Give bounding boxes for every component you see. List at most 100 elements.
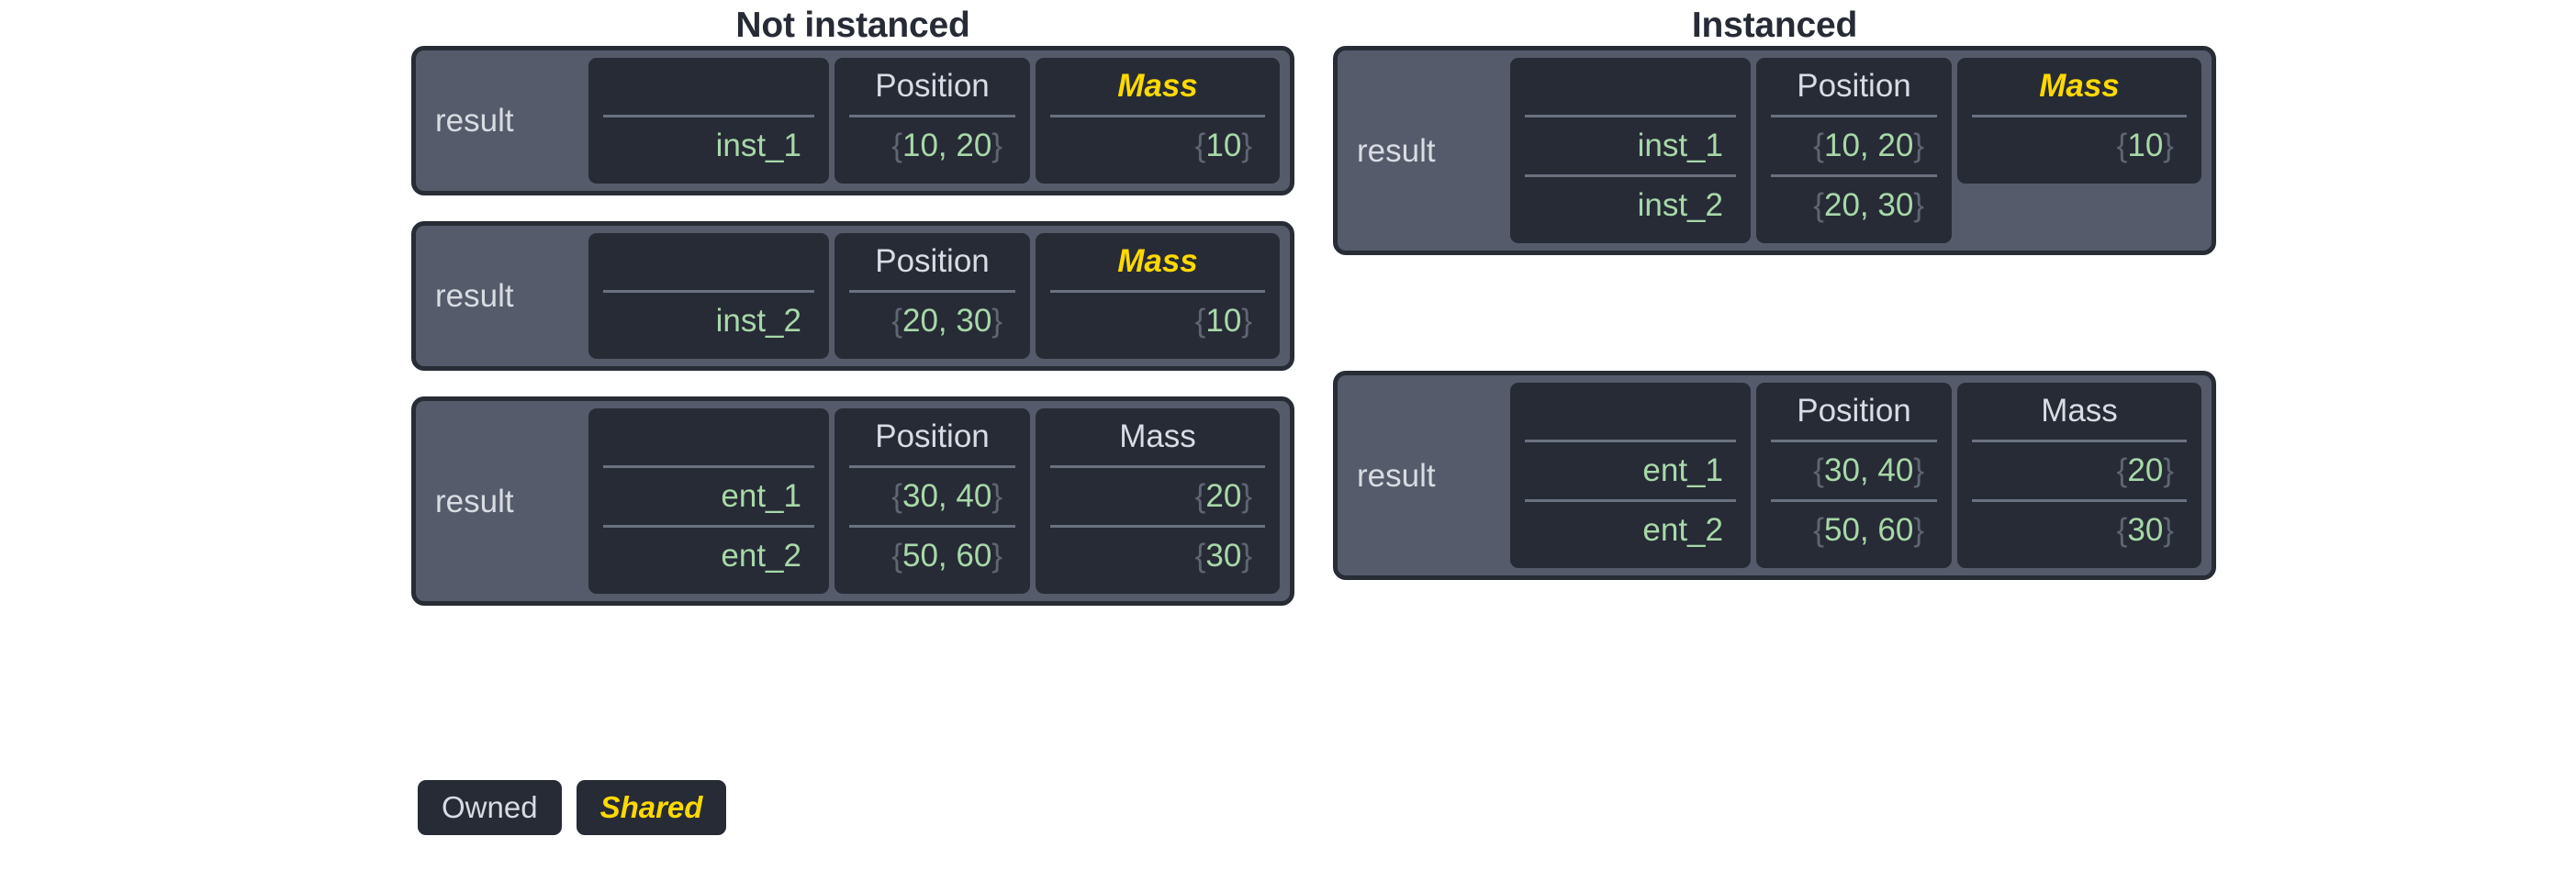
cell-pos-0: {10, 20} (1771, 115, 1937, 174)
brace-open: { (2116, 128, 2128, 163)
result-label: result (435, 278, 514, 314)
result-panel: result inst_2 Position {20, 30} Mass {10} (411, 221, 1294, 371)
cell-name-0: inst_1 (603, 115, 814, 174)
column-header-mass: Mass (2039, 68, 2120, 104)
brace-close: } (991, 538, 1002, 574)
column-header-name (588, 408, 829, 465)
brace-close: } (1913, 128, 1924, 163)
column-title-not-instanced: Not instanced (735, 6, 970, 45)
brace-close: } (1241, 478, 1252, 514)
brace-open: { (891, 538, 902, 574)
result-label: result (1357, 457, 1436, 494)
cell-name-1: ent_2 (603, 525, 814, 585)
cell-name-0: inst_2 (603, 290, 814, 350)
data-column-pos: Position {20, 30} (834, 233, 1030, 359)
brace-close: } (1241, 303, 1252, 339)
brace-close: } (1913, 512, 1924, 548)
brace-open: { (1813, 187, 1824, 223)
cell-pos-0: {10, 20} (849, 115, 1015, 174)
column-title-instanced: Instanced (1691, 6, 1858, 45)
cell-name-0: ent_1 (1525, 440, 1736, 499)
brace-open: { (2116, 452, 2128, 488)
brace-close: } (2163, 452, 2174, 488)
cell-name-0: inst_1 (1525, 115, 1736, 174)
brace-open: { (891, 303, 902, 339)
column-header-mass: Mass (1117, 68, 1198, 104)
cell-mass-1: {30} (1050, 525, 1265, 585)
column-header-pos: Position (875, 243, 990, 279)
brace-open: { (1813, 452, 1824, 488)
brace-open: { (891, 128, 902, 163)
cell-name-0: ent_1 (603, 465, 814, 525)
cell-pos-1: {50, 60} (849, 525, 1015, 585)
cell-pos-1: {50, 60} (1771, 499, 1937, 559)
brace-close: } (2163, 128, 2174, 163)
cell-name-1: ent_2 (1525, 499, 1736, 559)
brace-open: { (1194, 128, 1206, 163)
data-column-name: inst_2 (588, 233, 829, 359)
cell-name-1: inst_2 (1525, 174, 1736, 234)
cell-mass-0: {10} (1050, 290, 1265, 350)
column-header-pos: Position (1797, 393, 1911, 429)
result-label: result (435, 483, 514, 519)
data-column-mass: Mass {20}{30} (1957, 383, 2201, 568)
brace-close: } (991, 478, 1002, 514)
cell-pos-0: {30, 40} (1771, 440, 1937, 499)
brace-close: } (991, 128, 1002, 163)
brace-close: } (1241, 538, 1252, 574)
brace-open: { (1194, 303, 1206, 339)
data-column-mass: Mass{20}{30} (1036, 408, 1280, 594)
brace-open: { (2116, 512, 2128, 548)
column-header-pos: Position (875, 418, 990, 454)
cell-mass-0: {10} (1050, 115, 1265, 174)
column-header-mass: Mass (1119, 418, 1196, 454)
column-header-name (1510, 58, 1751, 115)
column-header-mass: Mass (1117, 243, 1198, 279)
brace-close: } (2163, 512, 2174, 548)
brace-open: { (1813, 128, 1824, 163)
data-columns: inst_2 Position {20, 30} Mass {10} (588, 233, 1282, 359)
cell-mass-1: {30} (1972, 499, 2187, 559)
legend-chip-owned: Owned (418, 780, 562, 835)
data-column-pos: Position{30, 40}{50, 60} (834, 408, 1030, 594)
cell-pos-1: {20, 30} (1771, 174, 1937, 234)
result-label: result (1357, 132, 1436, 169)
brace-open: { (1194, 538, 1206, 574)
column-header-name (588, 58, 829, 115)
column-header-mass: Mass (2041, 393, 2118, 429)
cell-mass-0: {20} (1972, 440, 2187, 499)
brace-open: { (1813, 512, 1824, 548)
brace-open: { (891, 478, 902, 514)
result-label: result (435, 103, 514, 139)
data-column-pos: Position {10, 20} (834, 58, 1030, 184)
brace-close: } (1241, 128, 1252, 163)
data-column-pos: Position{10, 20}{20, 30} (1756, 58, 1952, 243)
cell-mass-0: {10} (1972, 115, 2187, 174)
data-column-name: inst_1 (588, 58, 829, 184)
brace-close: } (1913, 187, 1924, 223)
brace-close: } (991, 303, 1002, 339)
result-panel: result inst_1 Position {10, 20} Mass {10} (411, 46, 1294, 195)
data-column-mass: Mass {10} (1036, 58, 1280, 184)
data-column-mass: Mass {10} (1957, 58, 2201, 184)
legend-chip-shared: Shared (576, 780, 727, 835)
legend: Owned Shared (418, 780, 727, 835)
column-header-pos: Position (875, 68, 990, 104)
data-column-mass: Mass {10} (1036, 233, 1280, 359)
brace-close: } (1913, 452, 1924, 488)
data-column-pos: Position {30, 40}{50, 60} (1756, 383, 1952, 568)
cell-pos-0: {20, 30} (849, 290, 1015, 350)
